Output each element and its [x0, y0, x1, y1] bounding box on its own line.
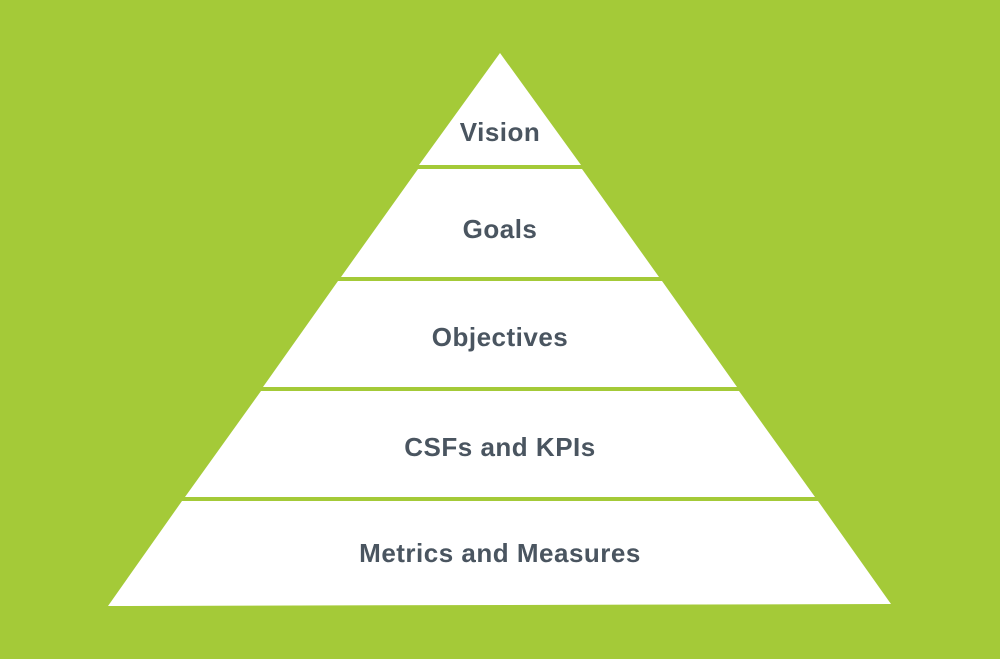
pyramid-tier-vision-label: Vision: [460, 117, 541, 147]
pyramid-tier-metrics-measures-shape: [108, 501, 891, 606]
pyramid-tier-goals-shape: [341, 169, 659, 277]
pyramid-tier-goals: Goals: [341, 169, 659, 277]
pyramid-tier-vision: Vision: [419, 53, 581, 165]
pyramid-tier-objectives-label: Objectives: [432, 322, 569, 352]
pyramid-tier-vision-shape: [419, 53, 581, 165]
pyramid-tier-objectives: Objectives: [263, 281, 737, 387]
pyramid-tier-objectives-shape: [263, 281, 737, 387]
pyramid-tier-metrics-measures: Metrics and Measures: [108, 501, 891, 606]
pyramid-tier-csfs-kpis: CSFs and KPIs: [185, 391, 815, 497]
pyramid-tier-goals-label: Goals: [463, 214, 538, 244]
pyramid-tier-csfs-kpis-label: CSFs and KPIs: [404, 432, 595, 462]
pyramid-tier-csfs-kpis-shape: [185, 391, 815, 497]
pyramid-tier-metrics-measures-label: Metrics and Measures: [359, 538, 641, 568]
